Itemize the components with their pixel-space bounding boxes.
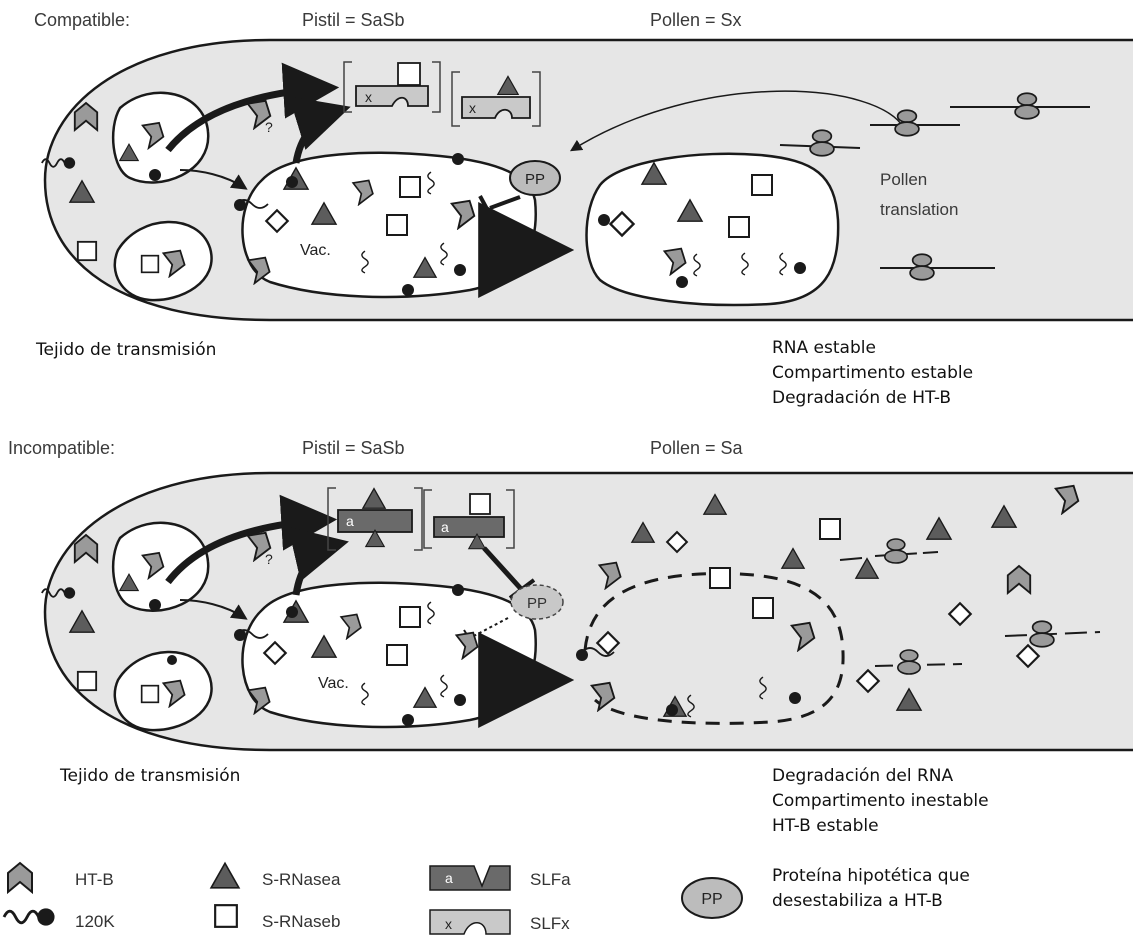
s-rnase-b-icon: [819, 518, 841, 540]
compatible-note: Degradación de HT-B: [772, 388, 952, 408]
legend-slf-a-label: SLFa: [530, 870, 571, 889]
legend-slf-x-label: SLFx: [530, 914, 570, 933]
incompatible-pollen-genotype: Pollen = Sa: [650, 438, 743, 458]
compatible-pistil-genotype: Pistil = SaSb: [302, 10, 405, 30]
slf-a-complex-2: a: [423, 489, 515, 550]
broken-vacuole-incompatible: [583, 572, 845, 725]
pp-protein-compatible: [509, 160, 561, 196]
compatible-note: Compartimento estable: [772, 363, 974, 383]
pp-label-incompatible: PP: [527, 595, 547, 612]
legend-slf-a-icon: a: [429, 865, 511, 891]
vac-label-incompatible: Vac.: [318, 675, 349, 692]
vacuole-release-arrow-incompatible: [288, 526, 349, 596]
legend-s-rnase-a-icon: [210, 862, 240, 889]
legend-s-rnase-a-label: S-RNasea: [262, 870, 341, 889]
s-rnase-b-icon: [752, 597, 774, 619]
s-rnase-b-icon: [399, 176, 421, 198]
legend-slf-x-letter: x: [445, 916, 452, 932]
endocytosis-arrow-compatible: [179, 169, 248, 190]
s-rnase-b-icon: [76, 240, 98, 262]
legend-ht-b-icon: [6, 861, 34, 894]
s-rnase-b-icon: [386, 214, 408, 236]
legend-slf-a-letter: a: [445, 870, 453, 886]
incompatible-notes: Degradación del RNA Compartimento inesta…: [772, 764, 989, 839]
pollen-tube-compatible: [43, 38, 1133, 322]
s-rnase-b-icon: [709, 567, 731, 589]
pp-inhibition-compatible: [489, 195, 521, 210]
slf-a-letter-2: a: [441, 519, 449, 535]
compatible-panel: x x PP Vac. ? Pollen translation: [40, 38, 1133, 322]
compatible-pollen-genotype: Pollen = Sx: [650, 10, 742, 30]
slf-a-complex-1: a: [327, 487, 423, 551]
translation-ribosomes-incompatible: [839, 538, 1101, 675]
endocytosis-arrow-incompatible: [179, 599, 248, 620]
s-rnase-b-icon: [140, 254, 160, 274]
legend-pp-desc-line: Proteína hipotética que: [772, 866, 970, 886]
question-mark-compatible: ?: [265, 119, 273, 135]
question-mark-incompatible: ?: [265, 551, 273, 567]
translation-ribosomes-compatible: [779, 92, 1090, 281]
incompatible-title: Incompatible:: [8, 438, 116, 458]
slf-x-letter-2: x: [469, 100, 476, 116]
slf-a-letter: a: [346, 513, 354, 529]
k120-dot: [149, 169, 161, 181]
s-rnase-b-icon: [728, 216, 750, 238]
pp-label-compatible: PP: [525, 171, 545, 188]
legend-k120-icon: [2, 906, 57, 928]
legend-pp-desc-line: desestabiliza a HT-B: [772, 891, 943, 911]
pollen-tube-incompatible: [43, 471, 1133, 752]
s-rnase-b-icon: [751, 174, 773, 196]
legend-pp-label: PP: [701, 891, 722, 908]
pp-inhibition-bar-compatible: [478, 195, 496, 223]
vacuole-release-arrow-compatible: [288, 96, 351, 164]
legend: HT-B 120K S-RNasea S-RNaseb a SLFa x SLF…: [2, 861, 743, 935]
translation-note-line1: Pollen: [880, 170, 927, 189]
slf-x-letter: x: [365, 89, 372, 105]
s-rnase-b-icon: [399, 606, 421, 628]
legend-k120-label: 120K: [75, 912, 115, 931]
compatible-notes: RNA estable Compartimento estable Degrad…: [772, 336, 973, 411]
incompatible-note: Degradación del RNA: [772, 766, 954, 786]
incompatible-note: HT-B estable: [772, 816, 879, 836]
slf-x-complex-2: x: [451, 71, 541, 127]
legend-s-rnase-b-icon: [214, 904, 238, 928]
uptake-arrow-incompatible: [165, 494, 338, 585]
uptake-arrow-compatible: [165, 62, 340, 153]
s-rnase-b-icon: [140, 684, 160, 704]
lower-compartment-compatible: [113, 220, 213, 302]
legend-pp-icon: [681, 877, 743, 919]
incompatible-pistil-genotype: Pistil = SaSb: [302, 438, 405, 458]
compatible-note: RNA estable: [772, 338, 876, 358]
pp-dotted-inhibition: [469, 617, 509, 639]
slf-inhibits-pp: [482, 546, 524, 592]
legend-s-rnase-b-label: S-RNaseb: [262, 912, 340, 931]
pollen-vacuole-compatible: [585, 152, 840, 307]
s-rnase-b-icon: [386, 644, 408, 666]
compatible-tissue-caption: Tejido de transmisión: [36, 340, 217, 360]
legend-ht-b-label: HT-B: [75, 870, 114, 889]
slf-x-complex-1: x: [343, 61, 441, 113]
translation-arrow-compatible: [569, 90, 906, 152]
translation-note-line2: translation: [880, 200, 958, 219]
s-rnase-b-icon: [76, 670, 98, 692]
legend-pp-description: Proteína hipotética que desestabiliza a …: [772, 864, 970, 914]
legend-slf-x-icon: x: [429, 909, 511, 935]
lower-compartment-incompatible: [113, 650, 213, 732]
incompatible-panel: a a PP Vac. ?: [40, 471, 1133, 752]
vac-label-compatible: Vac.: [300, 242, 331, 259]
incompatible-tissue-caption: Tejido de transmisión: [60, 766, 241, 786]
compatible-title: Compatible:: [34, 10, 131, 30]
incompatible-note: Compartimento inestable: [772, 791, 989, 811]
pp-protein-incompatible: [510, 584, 564, 620]
